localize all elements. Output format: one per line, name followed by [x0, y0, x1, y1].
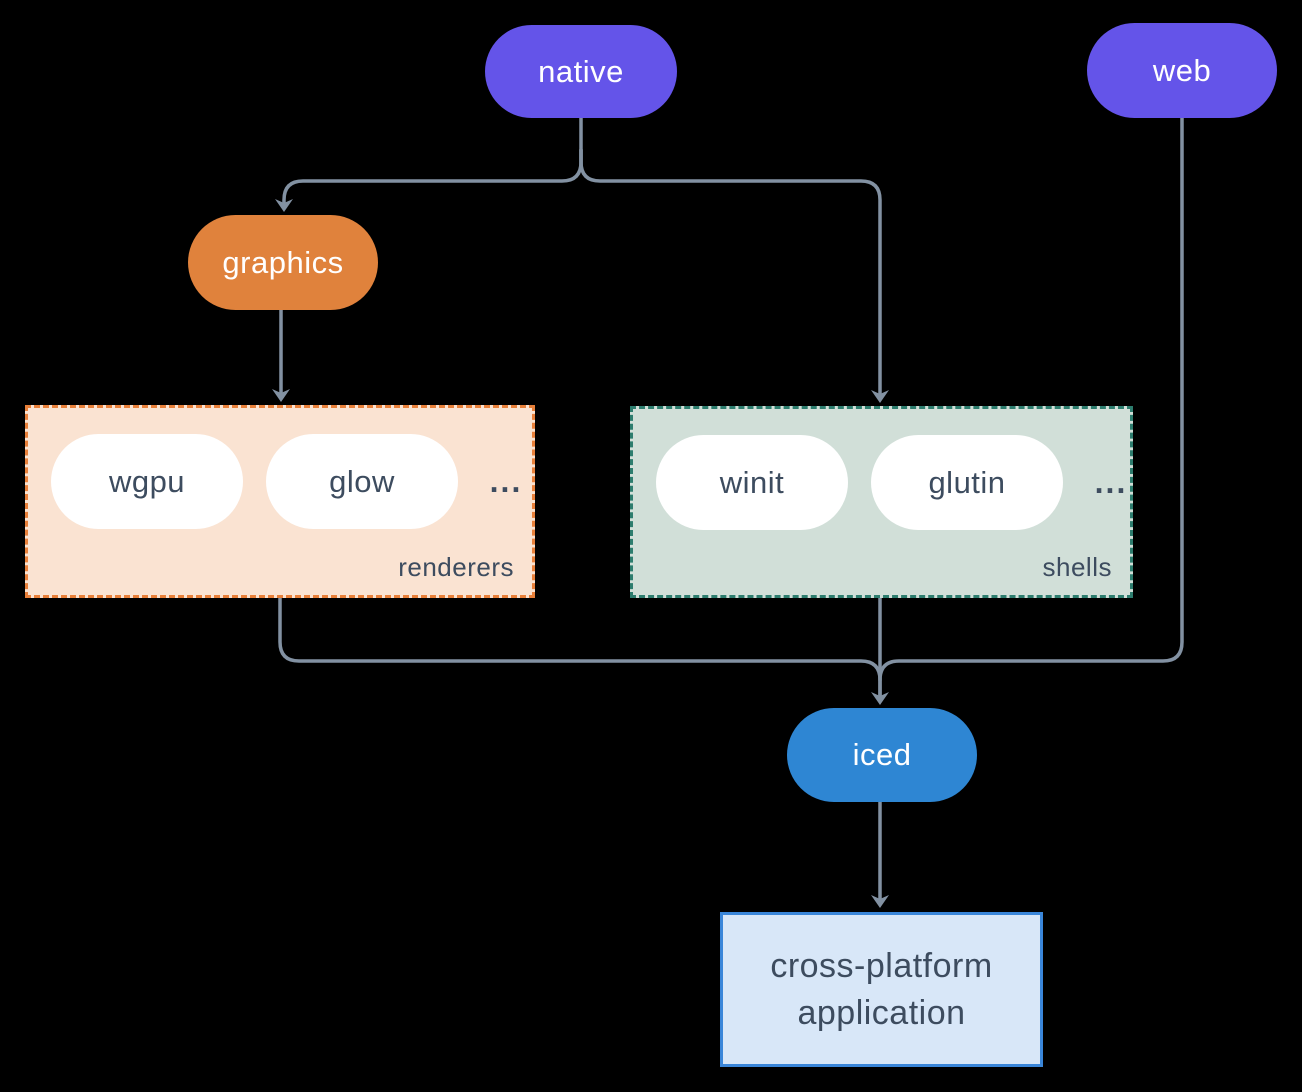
renderer-item-label: glow	[329, 463, 395, 499]
renderer-item-glow: glow	[266, 434, 458, 529]
shell-item-label: winit	[719, 464, 785, 500]
shell-item-winit: winit	[656, 435, 848, 530]
arrowhead-renderers	[272, 389, 290, 402]
arrowhead-graphics	[275, 199, 293, 212]
arrowhead-iced	[871, 692, 889, 705]
shell-item-label: glutin	[928, 464, 1006, 500]
group-shells: winit glutin ... shells	[630, 406, 1133, 598]
application-label-line2: application	[797, 993, 966, 1032]
group-renderers: wgpu glow ... renderers	[25, 405, 535, 598]
renderer-item-label: wgpu	[108, 463, 186, 499]
node-iced-label: iced	[852, 737, 912, 772]
shell-item-glutin: glutin	[871, 435, 1063, 530]
node-native: native	[485, 25, 677, 118]
shells-ellipsis: ...	[1094, 464, 1128, 500]
edge-renderers-iced	[278, 596, 882, 700]
node-web-label: web	[1152, 52, 1212, 88]
shells-group-label: shells	[1042, 552, 1112, 582]
node-native-label: native	[538, 53, 624, 89]
arrowhead-shells	[871, 390, 889, 403]
node-web: web	[1087, 23, 1277, 118]
node-cross-platform-application: cross-platform application	[720, 912, 1043, 1067]
arrowhead-application	[871, 895, 889, 908]
renderer-item-wgpu: wgpu	[51, 434, 243, 529]
node-graphics: graphics	[188, 215, 378, 310]
node-graphics-label: graphics	[222, 244, 344, 280]
node-iced: iced	[787, 708, 977, 802]
renderers-ellipsis: ...	[489, 463, 523, 499]
renderers-group-label: renderers	[398, 552, 514, 582]
edge-native-shells	[579, 148, 882, 398]
edge-native-graphics	[282, 148, 583, 208]
application-label-line1: cross-platform	[770, 946, 993, 985]
